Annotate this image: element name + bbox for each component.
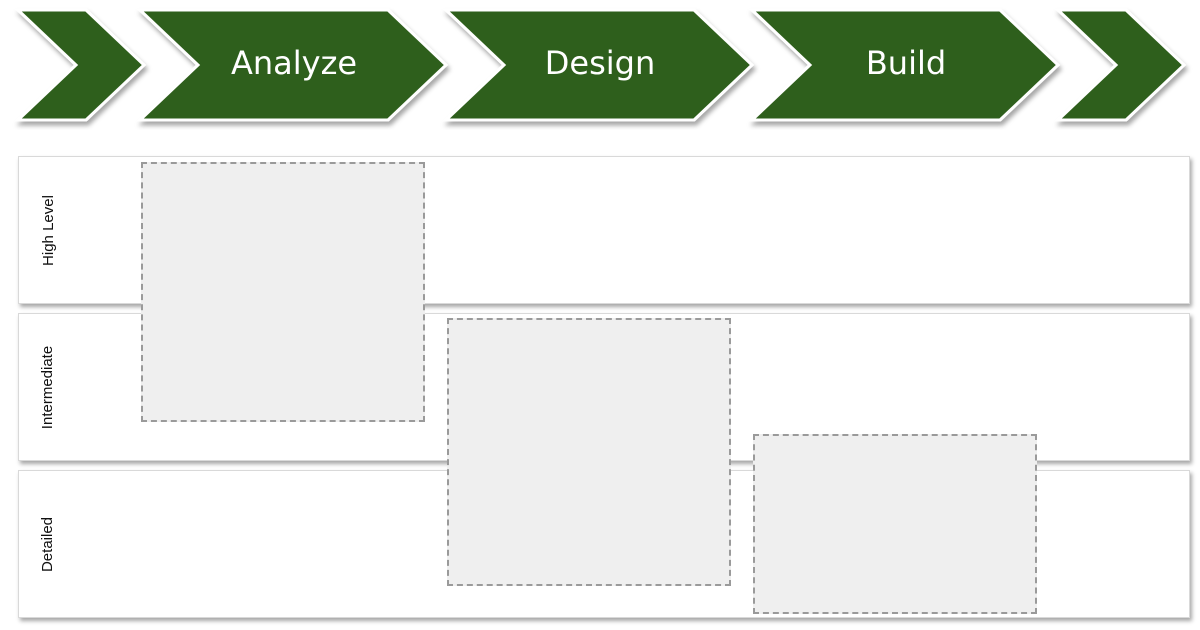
level-label-intermediate: Intermediate: [39, 345, 57, 429]
chevron-analyze: [136, 8, 449, 122]
level-label-detailed: Detailed: [39, 516, 57, 572]
phase-label-design: Design: [545, 44, 655, 82]
phase-chevron-bar: Analyze Design Build: [14, 8, 1187, 122]
placeholder-box-design: [447, 318, 731, 586]
chevron-end: [1054, 8, 1187, 122]
chevron-design: [442, 8, 755, 122]
phase-label-build: Build: [866, 44, 946, 82]
chevron-build: [748, 8, 1061, 122]
chevron-start: [14, 8, 147, 122]
placeholder-box-analyze: [141, 162, 425, 422]
placeholder-box-build: [753, 434, 1037, 614]
phase-label-analyze: Analyze: [231, 44, 357, 82]
level-label-high: High Level: [39, 194, 57, 266]
